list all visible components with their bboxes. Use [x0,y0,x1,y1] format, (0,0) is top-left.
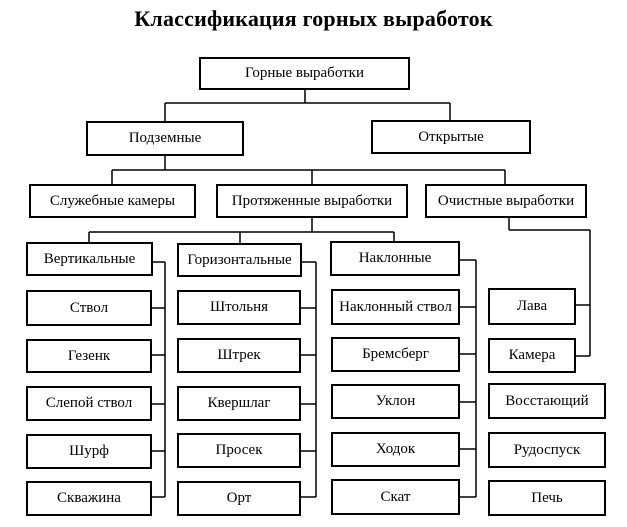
node-service-chambers: Служебные камеры [29,184,196,218]
node-stoping-workings: Очистные выработки [425,184,587,218]
node-passage: Просек [177,433,301,468]
node-mine-workings: Горные выработки [199,57,410,90]
node-pit: Шурф [26,434,152,469]
node-adit: Штольня [177,290,301,325]
node-inclined: Наклонные [330,241,460,276]
node-chamber: Камера [488,338,576,373]
node-longwall: Лава [488,288,576,325]
node-extended-workings: Протяженные выработки [216,184,408,218]
node-underground: Подземные [86,121,244,156]
node-vertical: Вертикальные [26,242,153,276]
node-manway: Ходок [331,432,460,467]
node-raise: Восстающий [488,383,606,419]
node-ort: Орт [177,481,301,516]
node-borehole: Скважина [26,481,152,516]
node-ore-pass: Рудоспуск [488,432,606,468]
node-incline: Уклон [331,384,460,419]
node-furnace: Печь [488,480,606,516]
node-shaft: Ствол [26,290,152,326]
node-open: Открытые [371,120,531,154]
node-bremsberg: Бремсберг [331,337,460,372]
node-crosscut: Квершлаг [177,386,301,421]
diagram-title: Классификация горных выработок [134,6,493,31]
node-horizontal: Горизонтальные [177,243,302,277]
node-chute: Скат [331,479,460,515]
node-inclined-shaft: Наклонный ствол [331,289,460,325]
node-blind-shaft: Слепой ствол [26,386,152,421]
node-winze: Гезенк [26,339,152,373]
node-drift: Штрек [177,338,301,373]
